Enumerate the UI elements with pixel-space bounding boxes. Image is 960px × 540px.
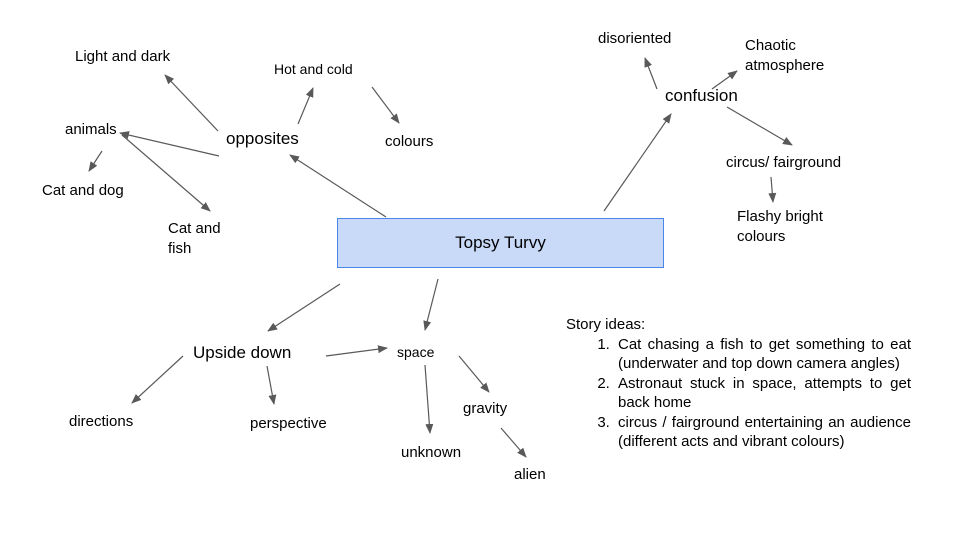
node-chaotic-atmosphere: Chaotic atmosphere — [745, 37, 825, 74]
node-upside-down: Upside down — [193, 343, 292, 362]
central-topic: Topsy Turvy — [337, 218, 664, 268]
arrow-animals-to-cat-and-dog — [88, 150, 103, 172]
node-confusion: confusion — [665, 86, 738, 105]
node-alien: alien — [514, 466, 546, 483]
node-cat-and-fish: Cat and fish — [168, 220, 221, 257]
arrow-central-to-opposites — [289, 154, 387, 218]
story-idea-item: Astronaut stuck in space, attempts to ge… — [614, 374, 911, 413]
arrow-space-to-unknown — [424, 364, 434, 434]
arrow-circus-to-flashy — [768, 176, 777, 203]
arrow-opposites-to-light-and-dark — [164, 74, 219, 132]
story-ideas-list: Cat chasing a fish to get something to e… — [566, 335, 911, 452]
story-ideas: Story ideas: Cat chasing a fish to get s… — [566, 315, 911, 452]
arrow-space-to-gravity — [458, 355, 490, 393]
node-space: space — [397, 344, 435, 360]
arrow-upside-down-to-directions — [131, 355, 184, 404]
node-disoriented: disoriented — [598, 30, 672, 47]
arrow-gravity-to-alien — [500, 427, 527, 458]
arrow-opposites-to-hot-and-cold — [297, 87, 314, 125]
arrow-central-to-upside-down — [267, 283, 341, 332]
node-gravity: gravity — [463, 400, 508, 417]
node-colours: colours — [385, 133, 434, 150]
node-light-and-dark: Light and dark — [75, 48, 171, 65]
node-unknown: unknown — [401, 444, 462, 461]
arrow-central-to-space — [423, 278, 439, 331]
arrow-confusion-to-chaotic-atmosphere — [711, 70, 738, 90]
node-opposites: opposites — [226, 129, 299, 148]
story-idea-item: circus / fairground entertaining an audi… — [614, 413, 911, 452]
node-hot-and-cold: Hot and cold — [274, 61, 353, 77]
arrow-hot-and-cold-to-colours — [371, 86, 400, 124]
story-ideas-heading: Story ideas: — [566, 316, 646, 333]
node-circus-fairground: circus/ fairground — [726, 154, 842, 171]
node-cat-and-dog: Cat and dog — [42, 182, 124, 199]
arrow-confusion-to-circus — [726, 106, 793, 146]
story-idea-item: Cat chasing a fish to get something to e… — [614, 335, 911, 374]
arrow-central-to-confusion — [603, 113, 672, 212]
node-perspective: perspective — [250, 415, 327, 432]
node-flashy-bright-colours: Flashy bright colours — [737, 208, 823, 245]
node-animals: animals — [65, 121, 117, 138]
arrow-opposites-to-animals — [119, 131, 220, 157]
arrow-animals-to-cat-and-fish — [121, 134, 211, 212]
arrow-upside-down-to-perspective — [266, 365, 277, 405]
arrow-upside-down-to-space — [325, 345, 388, 357]
arrow-confusion-to-disoriented — [644, 57, 658, 90]
node-directions: directions — [69, 413, 134, 430]
